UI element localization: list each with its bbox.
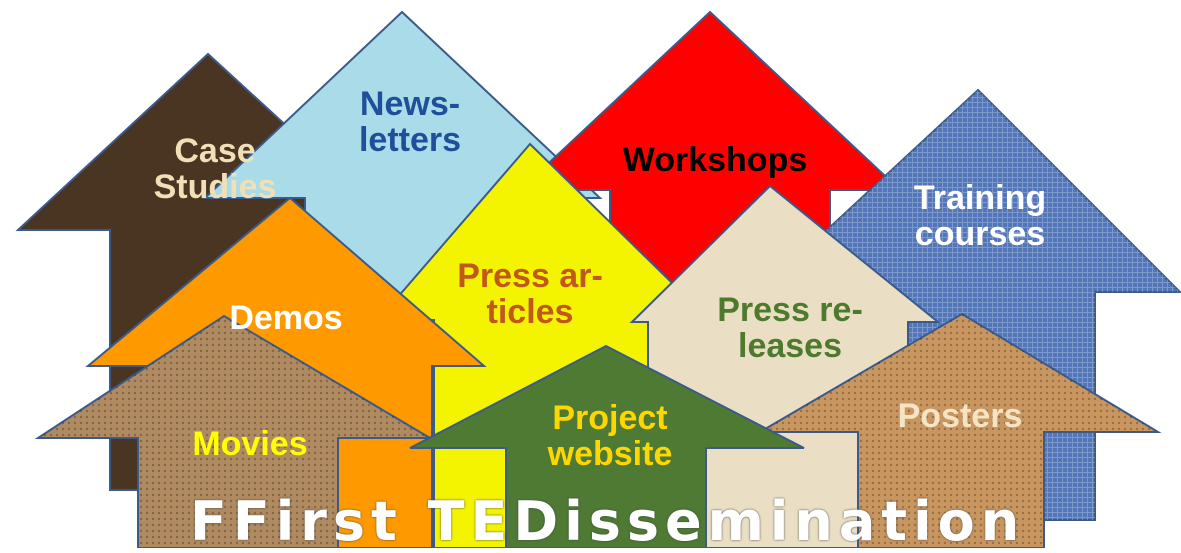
- workshops-line1: Workshops: [622, 141, 808, 179]
- case-studies-label: Case Studies: [130, 133, 300, 205]
- newsletters-label: News- letters: [330, 86, 490, 158]
- case-studies-line1: Case: [174, 132, 256, 170]
- training-courses-line2: courses: [914, 215, 1046, 253]
- press-articles-line2: ticles: [486, 293, 574, 331]
- case-studies-line2: Studies: [153, 168, 277, 206]
- press-releases-line2: leases: [738, 327, 842, 365]
- project-website-arrow: [409, 344, 805, 548]
- press-articles-line1: Press ar-: [457, 257, 603, 295]
- project-website-line1: Project: [552, 399, 668, 437]
- posters-line1: Posters: [897, 397, 1023, 435]
- newsletters-line1: News-: [359, 85, 461, 123]
- posters-label: Posters: [860, 398, 1060, 434]
- project-website-label: Project website: [510, 400, 710, 472]
- project-website-line2: website: [547, 435, 673, 473]
- press-releases-line1: Press re-: [717, 291, 863, 329]
- demos-label: Demos: [196, 300, 376, 336]
- training-courses-label: Training courses: [880, 180, 1080, 252]
- movies-line1: Movies: [192, 425, 308, 463]
- workshops-label: Workshops: [590, 142, 840, 178]
- training-courses-line1: Training: [913, 179, 1047, 217]
- demos-line1: Demos: [229, 299, 343, 337]
- press-articles-label: Press ar- ticles: [430, 258, 630, 330]
- movies-label: Movies: [160, 426, 340, 462]
- press-releases-label: Press re- leases: [690, 292, 890, 364]
- newsletters-line2: letters: [358, 121, 462, 159]
- page-title: FFirst TEDissemination: [190, 490, 1026, 553]
